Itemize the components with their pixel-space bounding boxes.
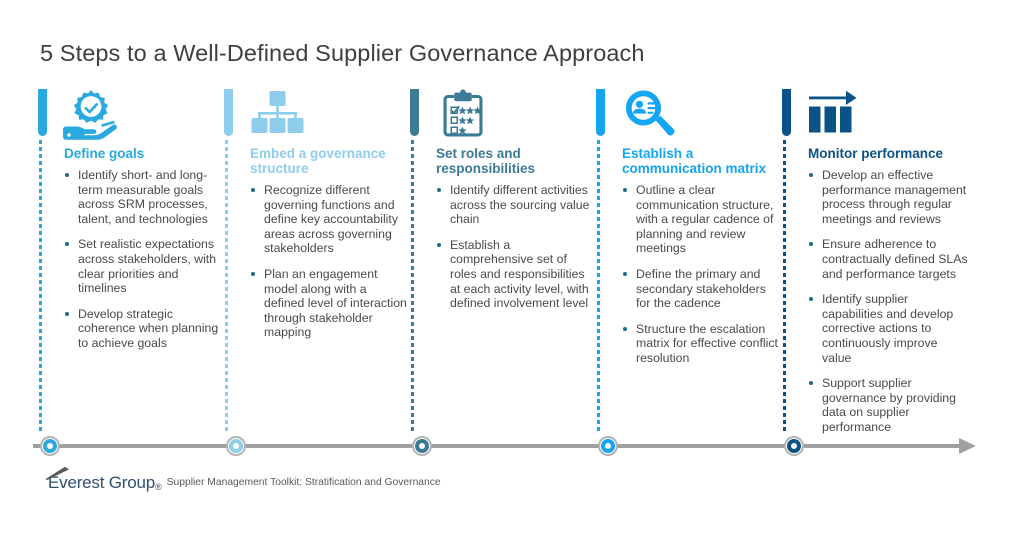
timeline-node-4[interactable]: [598, 436, 618, 456]
timeline-node-ring: [43, 439, 57, 453]
list-item: Define the primary and secondary stakeho…: [622, 267, 782, 311]
magnifier-person-search-icon: [618, 88, 680, 140]
step-dotted-connector: [225, 140, 228, 432]
list-item: Outline a clear communication structure,…: [622, 183, 782, 256]
timeline-node-5[interactable]: [784, 436, 804, 456]
step-accent-bar: [224, 89, 233, 136]
timeline-node-2[interactable]: [226, 436, 246, 456]
steps-container: Define goals Identify short- and long-te…: [0, 88, 1022, 434]
logo-text: Everest Group: [48, 473, 156, 492]
list-item: Identify different activities across the…: [436, 183, 596, 227]
step-bullet-list: Identify different activities across the…: [436, 183, 596, 322]
list-item: Support supplier governance by providing…: [808, 376, 968, 434]
timeline-arrow-icon: [959, 438, 976, 454]
step-bullet-list: Identify short- and long-term measurable…: [64, 168, 224, 362]
list-item: Identify supplier capabilities and devel…: [808, 292, 968, 365]
step-heading: Set roles and responsibilities: [436, 146, 536, 176]
step-dotted-connector: [783, 140, 786, 432]
logo-registered-mark: ®: [155, 482, 162, 492]
list-item: Ensure adherence to contractually define…: [808, 237, 968, 281]
step-accent-bar: [38, 89, 47, 136]
step-accent-bar: [410, 89, 419, 136]
list-item: Establish a comprehensive set of roles a…: [436, 238, 596, 311]
org-chart-hierarchy-icon: [246, 88, 308, 140]
list-item: Plan an engagement model along with a de…: [250, 267, 410, 340]
timeline-axis: [33, 444, 968, 448]
list-item: Identify short- and long-term measurable…: [64, 168, 224, 226]
footer-caption: Supplier Management Toolkit: Stratificat…: [166, 477, 441, 488]
list-item: Develop strategic coherence when plannin…: [64, 307, 224, 351]
step-heading: Monitor performance: [808, 146, 944, 161]
step-heading: Embed a governance structure: [250, 146, 386, 176]
step-bullet-list: Recognize different governing functions …: [250, 183, 410, 351]
page-title: 5 Steps to a Well-Defined Supplier Gover…: [40, 40, 645, 66]
step-dotted-connector: [39, 140, 42, 432]
step-heading: Establish a communication matrix: [622, 146, 767, 176]
step-accent-bar: [782, 89, 791, 136]
step-accent-bar: [596, 89, 605, 136]
timeline-node-ring: [787, 439, 801, 453]
step-dotted-connector: [597, 140, 600, 432]
hand-holding-check-badge-icon: [60, 88, 122, 140]
step-dotted-connector: [411, 140, 414, 432]
list-item: Set realistic expectations across stakeh…: [64, 237, 224, 295]
timeline-node-1[interactable]: [40, 436, 60, 456]
step-bullet-list: Outline a clear communication structure,…: [622, 183, 782, 377]
clipboard-checklist-icon: [432, 88, 494, 140]
list-item: Structure the escalation matrix for effe…: [622, 322, 782, 366]
timeline-node-ring: [229, 439, 243, 453]
step-bullet-list: Develop an effective performance managem…: [808, 168, 968, 446]
bar-chart-growth-arrow-icon: [804, 88, 866, 140]
list-item: Develop an effective performance managem…: [808, 168, 968, 226]
timeline-node-3[interactable]: [412, 436, 432, 456]
step-heading: Define goals: [64, 146, 145, 161]
everest-group-logo: Everest Group ®: [44, 466, 162, 492]
timeline-node-ring: [601, 439, 615, 453]
timeline-node-ring: [415, 439, 429, 453]
list-item: Recognize different governing functions …: [250, 183, 410, 256]
logo-caret-icon: [45, 466, 69, 480]
footer: Everest Group ® Supplier Management Tool…: [44, 466, 441, 492]
